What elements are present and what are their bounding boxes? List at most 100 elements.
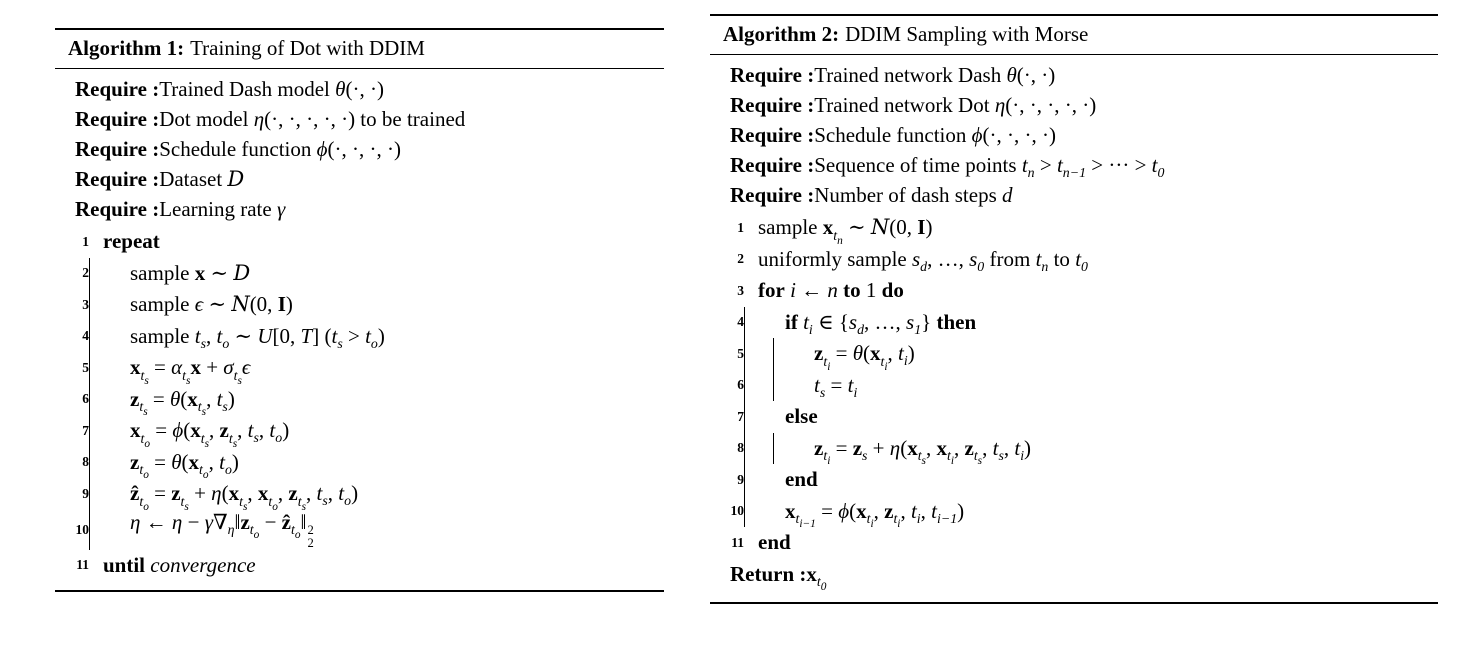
code-line: 7 xto = ϕ(xts, zts, ts, to) — [63, 415, 660, 450]
block-indent-line — [89, 509, 118, 550]
algorithm-1-title-label: Algorithm 1: — [68, 36, 185, 60]
require-keyword: Require : — [75, 167, 160, 192]
require-keyword: Require : — [730, 153, 815, 178]
require-line: Require :Trained network Dash θ(·, ·) — [718, 62, 1434, 92]
requires-container: Require :Trained Dash model θ(·, ·)Requi… — [63, 76, 660, 226]
algorithm-2-title-text: DDIM Sampling with Morse — [845, 22, 1089, 46]
line-number: 2 — [737, 251, 744, 267]
line-content: until convergence — [103, 552, 256, 577]
require-text: Dot model η(·, ·, ·, ·, ·) to be trained — [159, 107, 466, 132]
block-indent-line — [89, 446, 118, 479]
require-text: Schedule function ϕ(·, ·, ·, ·) — [159, 137, 401, 162]
line-number: 10 — [730, 503, 745, 519]
require-line: Require :Dataset D — [63, 166, 660, 196]
line-content: ts = ti — [814, 372, 858, 401]
block-indent-line — [773, 432, 802, 465]
require-text: Learning rate γ — [159, 197, 286, 222]
block-indent-line — [744, 338, 773, 370]
code-line: 2 uniformly sample sd, …, s0 from tn to t… — [718, 244, 1434, 276]
line-content: repeat — [103, 229, 160, 254]
block-indent-line — [744, 432, 773, 465]
algorithm-2-title: Algorithm 2:DDIM Sampling with Morse — [710, 16, 1438, 56]
block-indent-line — [89, 289, 118, 321]
line-number: 6 — [737, 377, 744, 393]
algorithm-1-title: Algorithm 1:Training of Dot with DDIM — [55, 30, 664, 70]
require-text: Sequence of time points tn > tn−1 > ··· … — [814, 153, 1165, 181]
line-content: uniformly sample sd, …, s0 from tn to t0 — [758, 246, 1088, 275]
block-indent-line — [744, 306, 773, 339]
block-indent-line — [744, 401, 773, 433]
algorithm-2-body: Require :Trained network Dash θ(·, ·)Req… — [710, 55, 1438, 602]
line-number: 7 — [737, 408, 744, 424]
require-keyword: Require : — [730, 63, 815, 88]
code-line: 5 xts = αtsx + σtsϵ — [63, 352, 660, 387]
require-keyword: Require : — [75, 107, 160, 132]
require-line: Require :Trained network Dot η(·, ·, ·, … — [718, 92, 1434, 122]
return-value: xt0 — [806, 561, 827, 593]
line-content: for i ← n to 1 do — [758, 278, 904, 303]
line-number: 4 — [82, 328, 89, 344]
require-line: Require :Trained Dash model θ(·, ·) — [63, 76, 660, 106]
block-indent-line — [744, 464, 773, 496]
require-keyword: Require : — [75, 197, 160, 222]
require-line: Require :Number of dash steps d — [718, 182, 1434, 212]
code-line: 4 sample ts, to ∼ U[0, T] (ts > to) — [63, 320, 660, 353]
requires-container: Require :Trained network Dash θ(·, ·)Req… — [718, 62, 1434, 212]
require-text: Schedule function ϕ(·, ·, ·, ·) — [814, 123, 1056, 148]
line-number: 2 — [82, 265, 89, 281]
line-content: xti−1 = ϕ(xti, zti, ti, ti−1) — [785, 498, 965, 530]
require-line: Require :Schedule function ϕ(·, ·, ·, ·) — [63, 136, 660, 166]
line-number: 11 — [731, 534, 744, 550]
code-line: 6 ts = ti — [718, 369, 1434, 402]
block-indent-line — [773, 369, 802, 402]
block-indent-line — [89, 257, 118, 290]
line-number: 1 — [737, 219, 744, 235]
code-line: 1 repeat — [63, 226, 660, 258]
require-keyword: Require : — [730, 123, 815, 148]
line-number: 11 — [76, 557, 89, 573]
require-keyword: Require : — [730, 93, 815, 118]
line-number: 3 — [82, 296, 89, 312]
code-line: 9 end — [718, 464, 1434, 496]
line-content: end — [785, 467, 818, 492]
line-number: 7 — [82, 422, 89, 438]
line-content: xto = ϕ(xts, zts, ts, to) — [130, 418, 290, 450]
line-content: if ti ∈ {sd, …, s1} then — [785, 309, 977, 338]
line-number: 9 — [82, 485, 89, 501]
line-number: 1 — [82, 233, 89, 249]
algorithm-2-box: Algorithm 2:DDIM Sampling with Morse Req… — [710, 14, 1438, 604]
code-line: 3 sample ϵ ∼ N(0, I) — [63, 289, 660, 321]
algorithm-1-box: Algorithm 1:Training of Dot with DDIM Re… — [55, 28, 664, 593]
line-content: ẑto = zts + η(xts, xto, zts, ts, to) — [130, 481, 359, 513]
line-number: 5 — [82, 359, 89, 375]
return-keyword: Return : — [730, 561, 807, 586]
block-indent-line — [89, 478, 118, 510]
algorithm-1-body: Require :Trained Dash model θ(·, ·)Requi… — [55, 69, 664, 590]
line-number: 8 — [82, 454, 89, 470]
code-line: 9 ẑto = zts + η(xts, xto, zts, ts, to) — [63, 478, 660, 513]
line-content: xts = αtsx + σtsϵ — [130, 355, 251, 387]
line-number: 10 — [75, 521, 90, 537]
require-keyword: Require : — [730, 183, 815, 208]
code-line: 10 xti−1 = ϕ(xti, zti, ti, ti−1) — [718, 495, 1434, 530]
line-content: zti = zs + η(xts, xti, zts, ts, ti) — [814, 435, 1032, 467]
block-indent-line — [89, 352, 118, 384]
line-content: sample ϵ ∼ N(0, I) — [130, 292, 293, 317]
require-line: Require :Schedule function ϕ(·, ·, ·, ·) — [718, 122, 1434, 152]
line-content: zto = θ(xto, to) — [130, 449, 239, 481]
line-number: 9 — [737, 471, 744, 487]
line-number: 6 — [82, 391, 89, 407]
require-line: Require :Dot model η(·, ·, ·, ·, ·) to b… — [63, 106, 660, 136]
line-content: sample ts, to ∼ U[0, T] (ts > to) — [130, 323, 385, 352]
